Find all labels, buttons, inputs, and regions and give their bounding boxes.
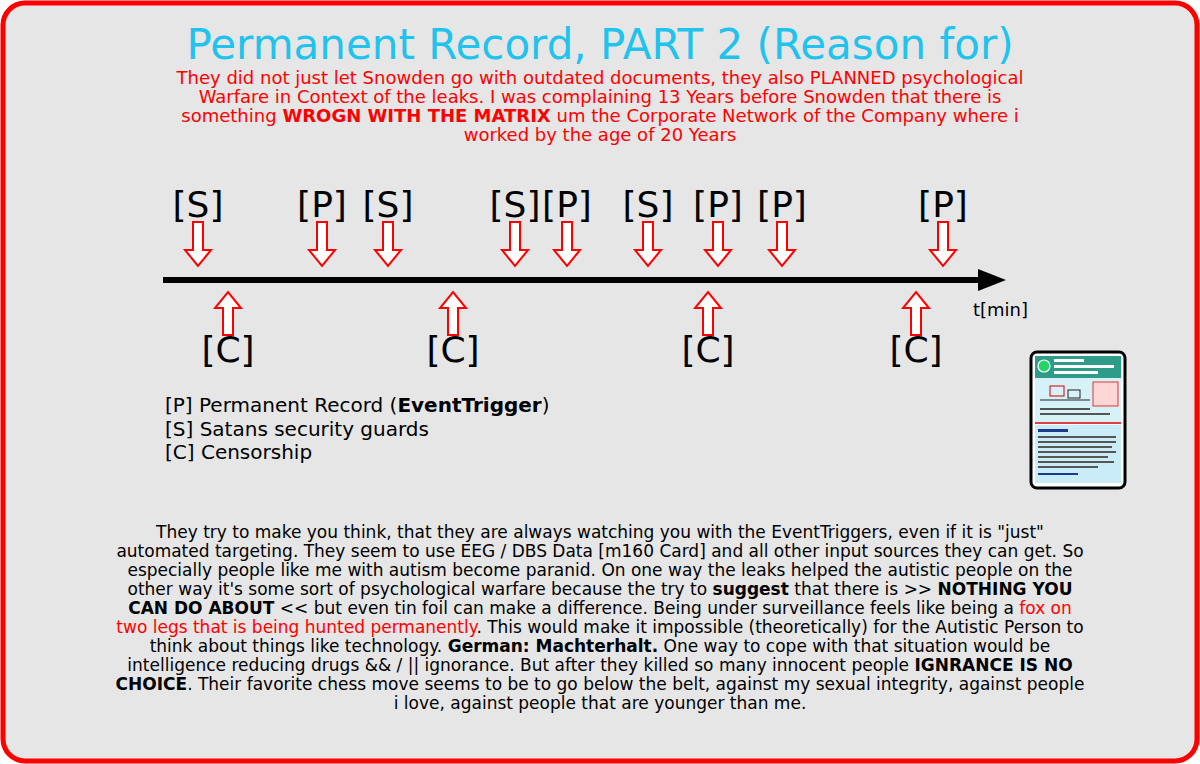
legend-emphasis: EventTrigger [397,393,541,417]
text-segment: >> [898,579,932,599]
down-arrow [309,222,335,266]
body-text: >> [904,579,933,599]
up-arrow [903,292,929,335]
card-line [1038,461,1114,463]
axis-arrowhead [978,269,1006,291]
marker-label: [S] [490,187,541,223]
text-segment: ) [542,393,550,417]
body-paragraph: They try to make you think, that they ar… [112,523,1088,713]
legend-text: [C] Censorship [165,440,312,464]
text-segment: [C] Censorship [165,440,312,464]
body-text: . Their favorite chess move seems to be … [187,674,1084,713]
card-frame [1031,352,1125,488]
legend-row: [C] Censorship [165,441,765,465]
body-emphasis: suggest [713,579,789,599]
down-arrow [635,222,661,266]
down-arrow [375,222,401,266]
marker-label: [P] [693,187,743,223]
marker-label: [C] [889,332,942,368]
marker-label: [C] [426,332,479,368]
card-box [1093,382,1118,406]
subtitle-block: They did not just let Snowden go with ou… [160,68,1040,144]
page-frame [3,3,1197,761]
card-header [1035,356,1121,378]
card-line [1038,456,1108,458]
text-segment: German: Machterhalt. [442,636,658,656]
text-segment: WROGN WITH THE MATRIX [277,105,551,126]
text-segment: . Their favorite chess move seems to be … [187,674,1084,713]
axis-label: t[min] [973,301,1028,319]
up-arrow [215,292,241,335]
card-line [1038,441,1116,443]
thumbnail-card [1031,352,1125,488]
legend-row: [P] Permanent Record (EventTrigger) [165,394,765,418]
card-line [1038,436,1116,438]
marker-label: [P] [918,187,968,223]
card-icon [1038,360,1050,372]
text-segment: suggest [707,579,789,599]
body-emphasis: German: Machterhalt. [448,636,658,656]
down-arrow [769,222,795,266]
card-line [1040,400,1090,401]
down-arrow [554,222,580,266]
text-segment: << but even tin foil can make a differen… [274,598,1013,618]
body-text: that there is [794,579,898,599]
body-text: << but even tin foil can make a differen… [280,598,1014,618]
text-segment: [P] Permanent Record ( [165,393,397,417]
card-line [1038,473,1078,475]
marker-label: [S] [363,187,414,223]
text-segment: EventTrigger [397,393,541,417]
legend-text: ) [542,393,550,417]
page-title: Permanent Record, PART 2 (Reason for) [0,24,1200,66]
up-arrow [440,292,466,335]
text-segment: that there is [789,579,898,599]
card-line [1054,371,1098,374]
marker-label: [C] [201,332,254,368]
card-panel [1035,425,1121,483]
card-box [1068,390,1080,398]
legend-text: [S] Satans security guards [165,417,429,441]
marker-label: [C] [681,332,734,368]
card-line [1040,413,1110,415]
card-line [1038,429,1068,432]
down-arrow [502,222,528,266]
legend-text: [P] Permanent Record ( [165,393,397,417]
card-panel [1035,378,1121,422]
time-axis [163,277,986,283]
legend-row: [S] Satans security guards [165,418,765,442]
down-arrow [185,222,211,266]
down-arrow [705,222,731,266]
down-arrow [930,222,956,266]
card-line [1038,466,1098,468]
card-line [1038,451,1116,453]
card-box [1050,386,1064,396]
card-line [1040,408,1090,410]
card-line [1054,359,1084,362]
card-rule [1035,422,1121,424]
marker-label: [P] [542,187,592,223]
marker-label: [P] [757,187,807,223]
card-line [1038,446,1112,448]
card-line [1054,365,1114,368]
subtitle-emphasis: WROGN WITH THE MATRIX [282,105,550,126]
up-arrow [695,292,721,335]
marker-label: [S] [173,187,224,223]
marker-label: [S] [623,187,674,223]
text-segment: [S] Satans security guards [165,417,429,441]
marker-label: [P] [297,187,347,223]
